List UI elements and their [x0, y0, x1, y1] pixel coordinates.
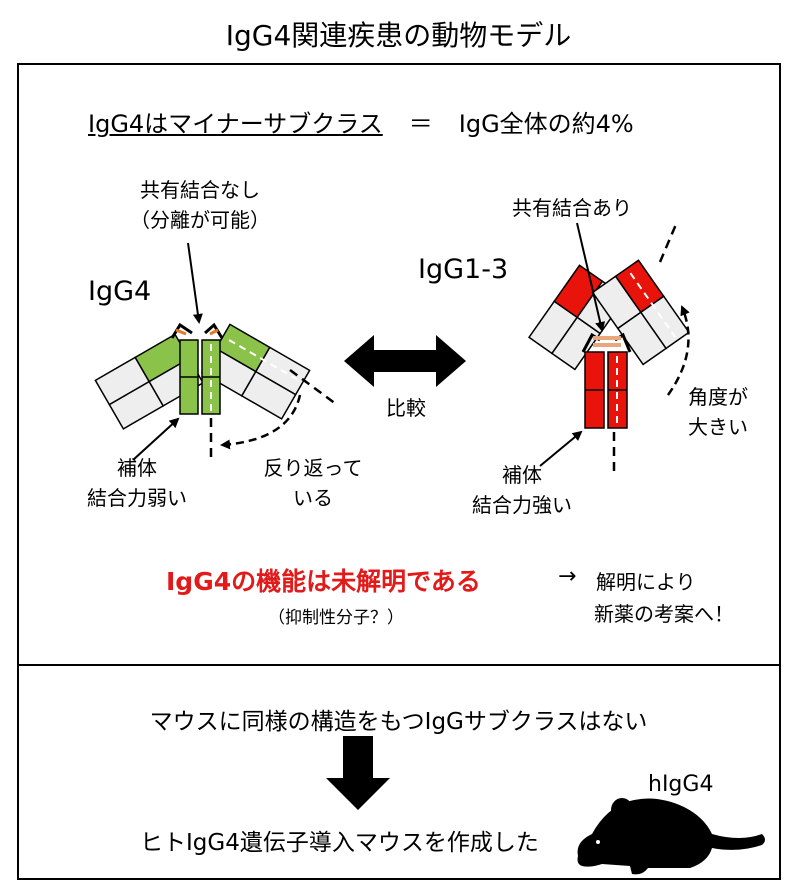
- subclass-right-text: IgG全体の約4%: [458, 110, 634, 138]
- igg13-complement-line1: 補体: [502, 463, 542, 487]
- igg4-complement-label: 補体 結合力弱い: [72, 453, 202, 513]
- down-arrow-icon: [326, 736, 390, 810]
- compare-double-arrow-icon: [344, 335, 466, 387]
- function-unknown-statement: IgG4の機能は未解明である: [166, 567, 481, 596]
- elucidation-line: 解明により: [596, 570, 696, 594]
- conclusion-arrow: →: [558, 564, 577, 589]
- igg13-name: IgG1-3: [418, 254, 509, 285]
- igg13-right-fab: [591, 259, 691, 366]
- igg13-antibody-icon: [527, 221, 691, 476]
- igg13-angle-line1: 角度が: [688, 385, 748, 409]
- igg13-angle-line2: 大きい: [688, 415, 748, 439]
- igg13-angle-label: 角度が 大きい: [678, 382, 758, 442]
- igg4-fold-line2: いる: [293, 486, 333, 510]
- transgenic-mouse-statement: ヒトIgG4遺伝子導入マウスを作成した: [140, 830, 539, 856]
- bottom-panel: [17, 664, 781, 880]
- igg4-fold-arrow: [220, 394, 302, 450]
- mouse-subclass-statement: マウスに同様の構造をもつIgGサブクラスはない: [149, 709, 648, 735]
- igg4-complement-line2: 結合力弱い: [87, 486, 187, 510]
- mouse-label: hIgG4: [648, 772, 714, 797]
- igg4-bond-line2: （分離が可能）: [130, 208, 270, 232]
- mouse-icon: [577, 798, 765, 875]
- igg4-complement-pointer: [132, 417, 180, 461]
- inhibitory-molecule-note: （抑制性分子？）: [268, 608, 404, 628]
- new-drug-line: 新薬の考案へ！: [594, 602, 734, 626]
- igg4-name: IgG4: [88, 276, 152, 307]
- igg4-bond-pointer: [187, 242, 203, 324]
- igg13-angle-arrow: [666, 305, 690, 396]
- igg13-bond-pointer: [576, 222, 606, 332]
- page-title: IgG4関連疾患の動物モデル: [225, 19, 572, 52]
- igg13-complement-label: 補体 結合力強い: [452, 460, 592, 520]
- igg13-complement-line2: 結合力強い: [472, 493, 572, 517]
- igg4-fold-line1: 反り返って: [263, 456, 363, 480]
- igg13-complement-pointer: [539, 430, 583, 467]
- igg4-fold-label: 反り返って いる: [248, 453, 378, 513]
- igg4-bond-line1: 共有結合なし: [140, 178, 260, 202]
- igg4-complement-line1: 補体: [117, 456, 157, 480]
- igg4-left-fab: [94, 333, 205, 430]
- compare-label: 比較: [386, 396, 426, 420]
- igg4-antibody-icon: [94, 322, 337, 462]
- igg13-left-fab: [527, 264, 627, 371]
- equals-sign: ＝: [408, 110, 433, 138]
- subclass-statement: IgG4はマイナーサブクラス ＝ IgG全体の約4%: [88, 104, 634, 139]
- subclass-left-text: IgG4はマイナーサブクラス: [88, 110, 383, 138]
- igg4-bond-label: 共有結合なし （分離が可能）: [100, 175, 300, 235]
- igg13-bond-label: 共有結合あり: [512, 196, 632, 220]
